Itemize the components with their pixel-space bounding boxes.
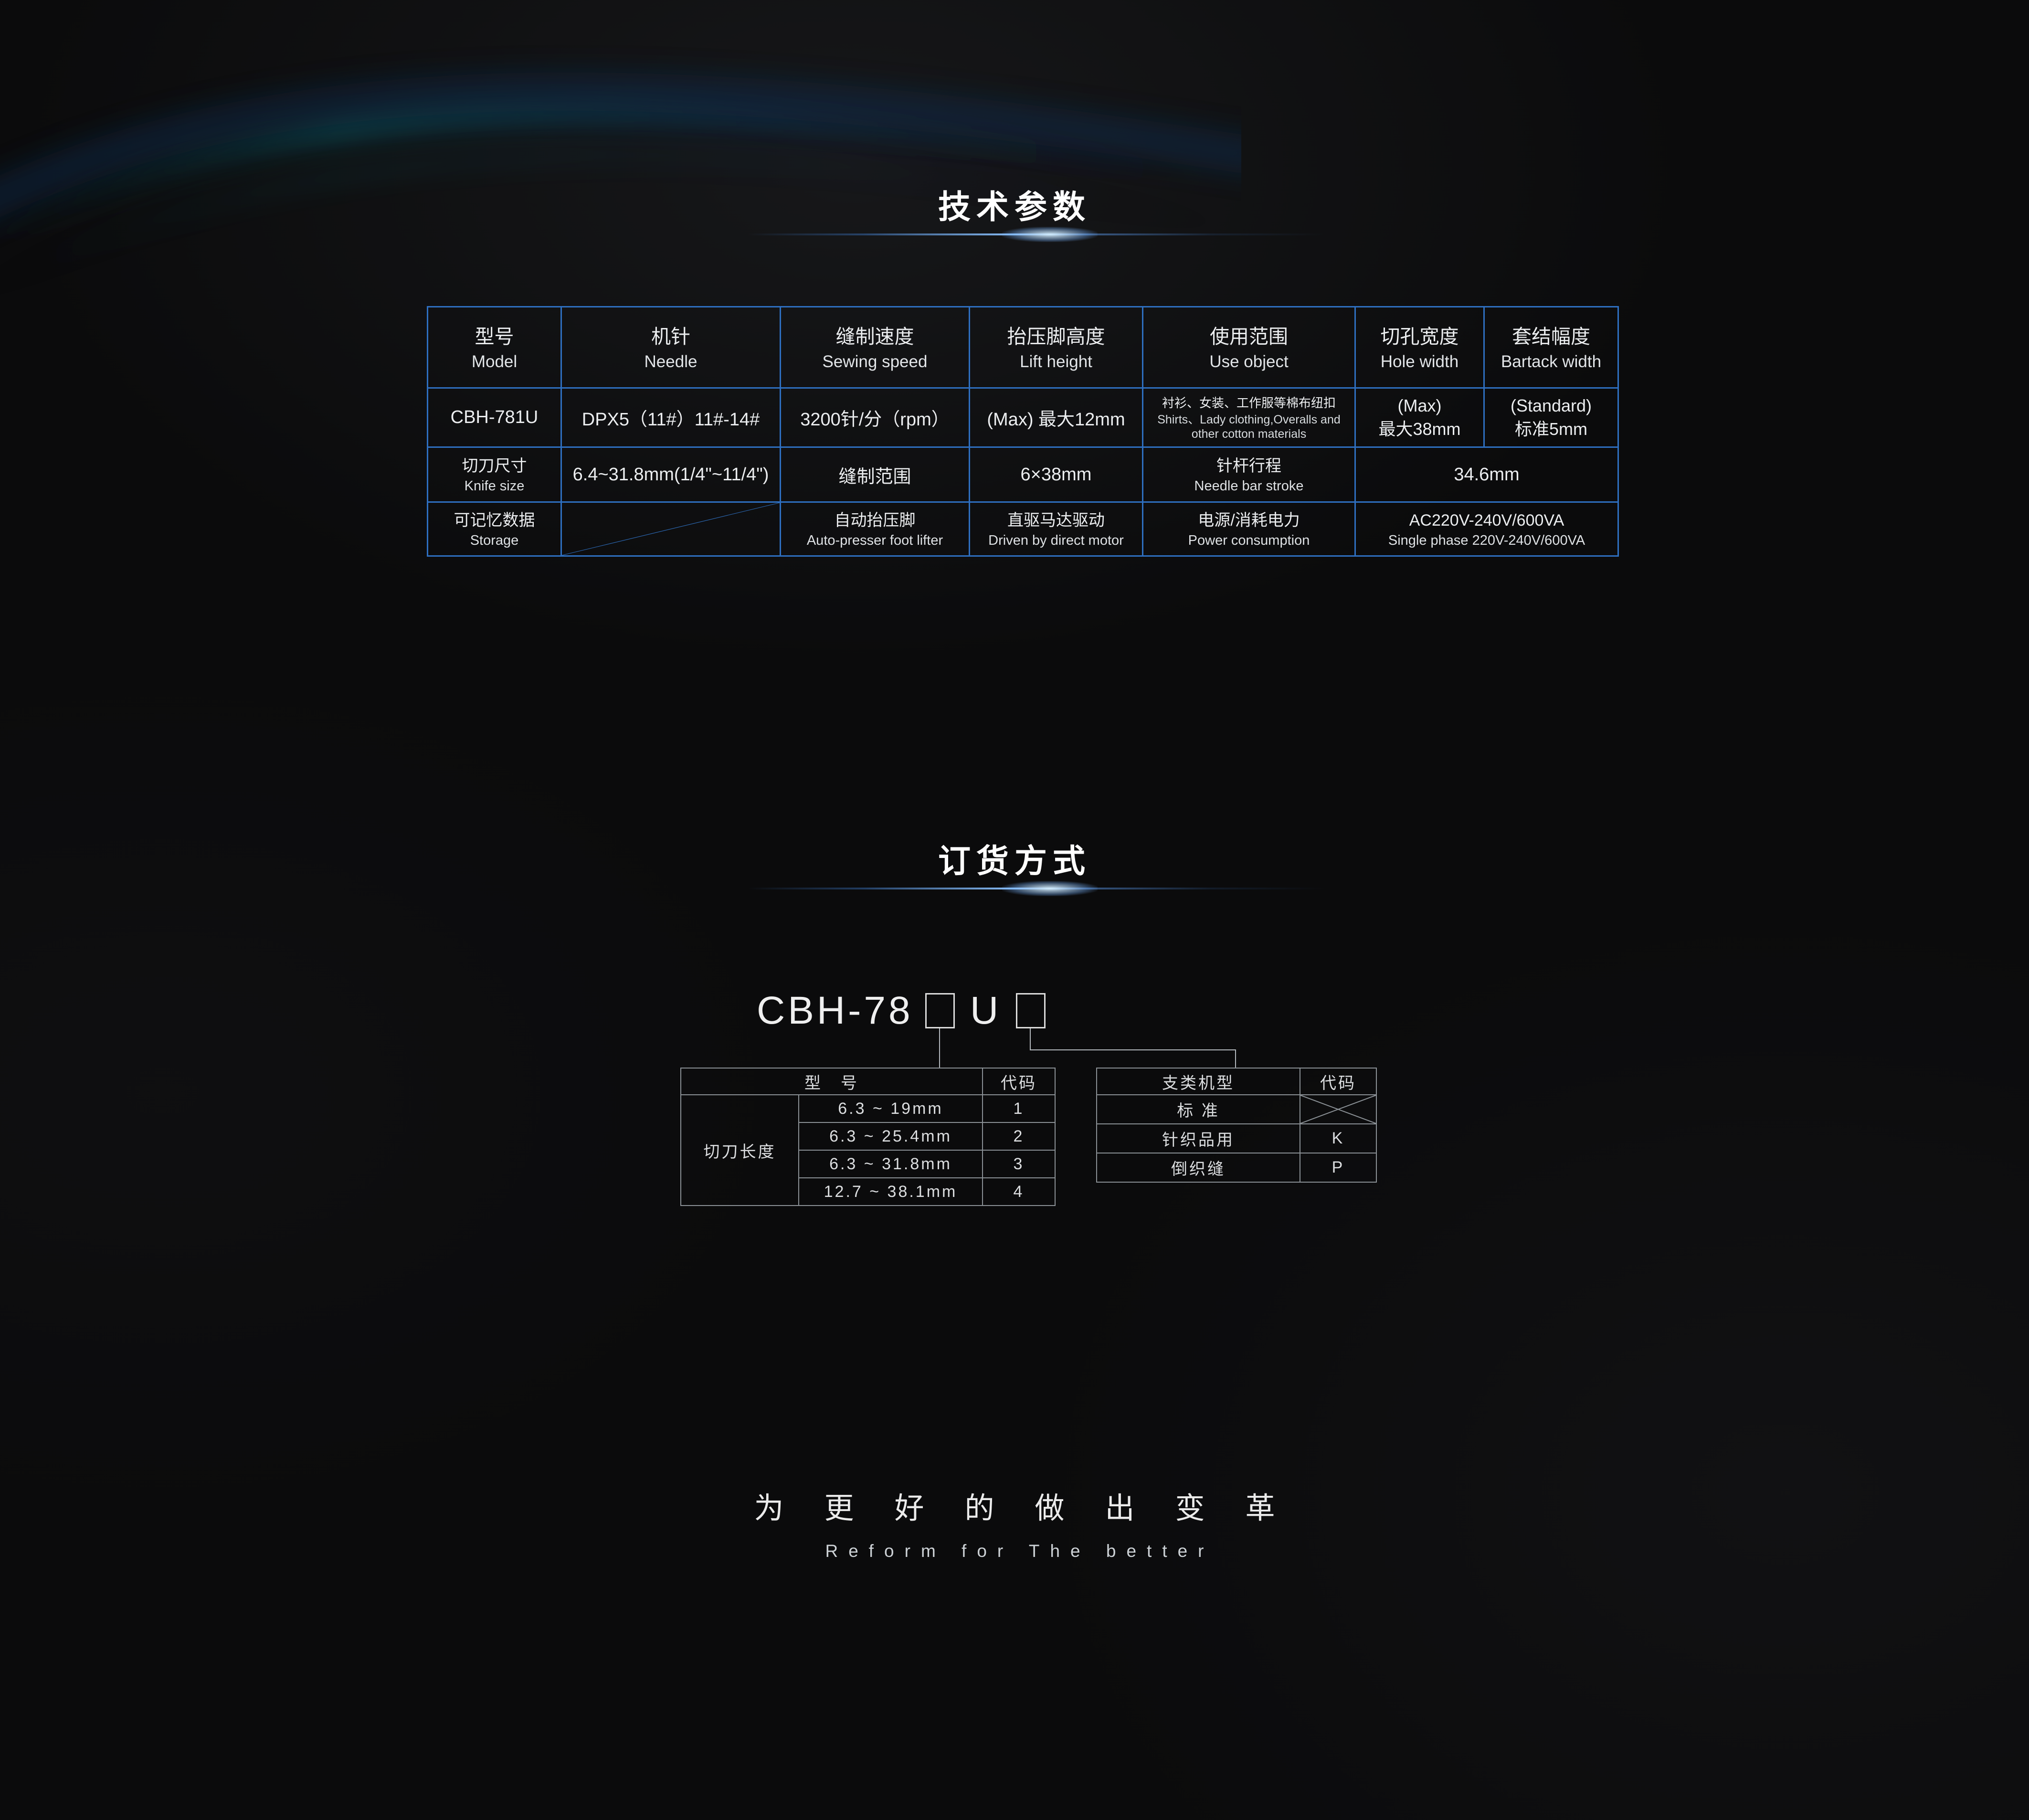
bartack-width-value: (Standard) 标准5mm [1483, 387, 1619, 448]
order-section-title: 订货方式 [938, 843, 1091, 879]
use-object-value: 衬衫、女装、工作服等棉布纽扣 Shirts、Lady clothing,Over… [1142, 387, 1356, 448]
header-use-object: 使用范围 Use object [1142, 306, 1356, 389]
header-bartack-width: 套结幅度 Bartack width [1483, 306, 1619, 389]
knife-length-code-box [925, 993, 955, 1028]
knife-range: 6.3 ~ 25.4mm [798, 1122, 983, 1151]
knife-header-model: 型 号 [680, 1068, 983, 1095]
knife-size-value: 6.4~31.8mm(1/4"~11/4") [560, 446, 781, 503]
sew-range-value: 6×38mm [969, 446, 1143, 503]
diagonal-line-icon [562, 503, 780, 555]
type-row-knit: 针织品用 K [1096, 1123, 1377, 1153]
type-code: K [1300, 1123, 1377, 1153]
connector-subclass-drop [1235, 1049, 1236, 1068]
power-label: 电源/消耗电力 Power consumption [1142, 501, 1356, 557]
type-header-code: 代码 [1300, 1068, 1377, 1095]
knife-row-2: 6.3 ~ 25.4mm 2 [681, 1122, 1056, 1151]
tech-section-title: 技术参数 [938, 189, 1091, 225]
subclass-type-table: 支类机型 代码 标 准 针织品用 K 倒织缝 P [1096, 1068, 1377, 1183]
knife-row-3: 6.3 ~ 31.8mm 3 [681, 1150, 1056, 1178]
needle-bar-stroke-label: 针杆行程 Needle bar stroke [1142, 446, 1356, 503]
type-row-reverse: 倒织缝 P [1096, 1153, 1377, 1183]
connector-subclass-horizontal [1030, 1049, 1236, 1050]
knife-code: 4 [982, 1177, 1056, 1206]
hole-width-value: (Max) 最大38mm [1354, 387, 1485, 448]
model-code-prefix: CBH-78 [757, 989, 913, 1032]
knife-code: 2 [982, 1122, 1056, 1151]
spec-knife-row: 切刀尺寸 Knife size 6.4~31.8mm(1/4"~11/4") 缝… [427, 446, 1619, 503]
knife-code: 1 [982, 1094, 1056, 1123]
knife-code: 3 [982, 1150, 1056, 1178]
knife-table-header-row: 型 号 代码 [680, 1068, 1056, 1095]
knife-range: 6.3 ~ 19mm [798, 1094, 983, 1123]
type-code: P [1300, 1153, 1377, 1183]
knife-range: 6.3 ~ 31.8mm [798, 1150, 983, 1178]
spec-table: 型号 Model 机针 Needle 缝制速度 Sewing speed 抬压脚… [427, 306, 1619, 557]
spec-values-row: CBH-781U DPX5（11#）11#-14# 3200针/分（rpm） (… [427, 387, 1619, 448]
type-row-standard: 标 准 [1096, 1094, 1377, 1124]
knife-row-1: 切刀长度 6.3 ~ 19mm 1 [680, 1094, 1056, 1206]
auto-presser-label: 自动抬压脚 Auto-presser foot lifter [780, 501, 970, 557]
needle-bar-stroke-value: 34.6mm [1354, 446, 1619, 503]
knife-length-label: 切刀长度 [680, 1094, 799, 1206]
spec-storage-row: 可记忆数据 Storage 自动抬压脚 Auto-presser foot li… [427, 501, 1619, 557]
connector-knife-code [939, 1028, 940, 1068]
knife-header-code: 代码 [982, 1068, 1056, 1095]
knife-row-4: 12.7 ~ 38.1mm 4 [681, 1177, 1056, 1206]
subclass-code-box [1016, 993, 1046, 1028]
direct-motor-label: 直驱马达驱动 Driven by direct motor [969, 501, 1143, 557]
header-hole-width: 切孔宽度 Hole width [1354, 306, 1485, 389]
knife-size-label: 切刀尺寸 Knife size [427, 446, 562, 503]
slogan-chinese: 为更好的做出变革 [754, 1492, 1316, 1525]
header-model: 型号 Model [427, 306, 562, 389]
storage-label: 可记忆数据 Storage [427, 501, 562, 557]
order-title-divider [748, 881, 1326, 896]
type-name: 标 准 [1096, 1094, 1300, 1124]
storage-empty-cell [560, 501, 781, 557]
needle-value: DPX5（11#）11#-14# [560, 387, 781, 448]
knife-length-table: 型 号 代码 切刀长度 6.3 ~ 19mm 1 6.3 ~ 25.4mm 2 … [680, 1068, 1056, 1206]
sew-range-label: 缝制范围 [780, 446, 970, 503]
header-sewing-speed: 缝制速度 Sewing speed [780, 306, 970, 389]
header-lift-height: 抬压脚高度 Lift height [969, 306, 1143, 389]
type-table-header-row: 支类机型 代码 [1096, 1068, 1377, 1095]
lift-value: (Max) 最大12mm [969, 387, 1143, 448]
spec-header-row: 型号 Model 机针 Needle 缝制速度 Sewing speed 抬压脚… [427, 306, 1619, 389]
header-needle: 机针 Needle [560, 306, 781, 389]
model-code-u: U [970, 989, 1002, 1032]
power-value: AC220V-240V/600VA Single phase 220V-240V… [1354, 501, 1619, 557]
type-name: 针织品用 [1096, 1123, 1300, 1153]
model-value: CBH-781U [427, 387, 562, 448]
type-code-crossed-cell [1300, 1094, 1377, 1124]
crossed-cell-icon [1300, 1095, 1376, 1123]
speed-value: 3200针/分（rpm） [780, 387, 970, 448]
knife-range: 12.7 ~ 38.1mm [798, 1177, 983, 1206]
tech-title-divider [748, 227, 1326, 242]
slogan-english: Reform for The better [825, 1541, 1215, 1561]
connector-subclass-vertical [1030, 1028, 1031, 1050]
type-header-type: 支类机型 [1096, 1068, 1300, 1095]
type-name: 倒织缝 [1096, 1153, 1300, 1183]
